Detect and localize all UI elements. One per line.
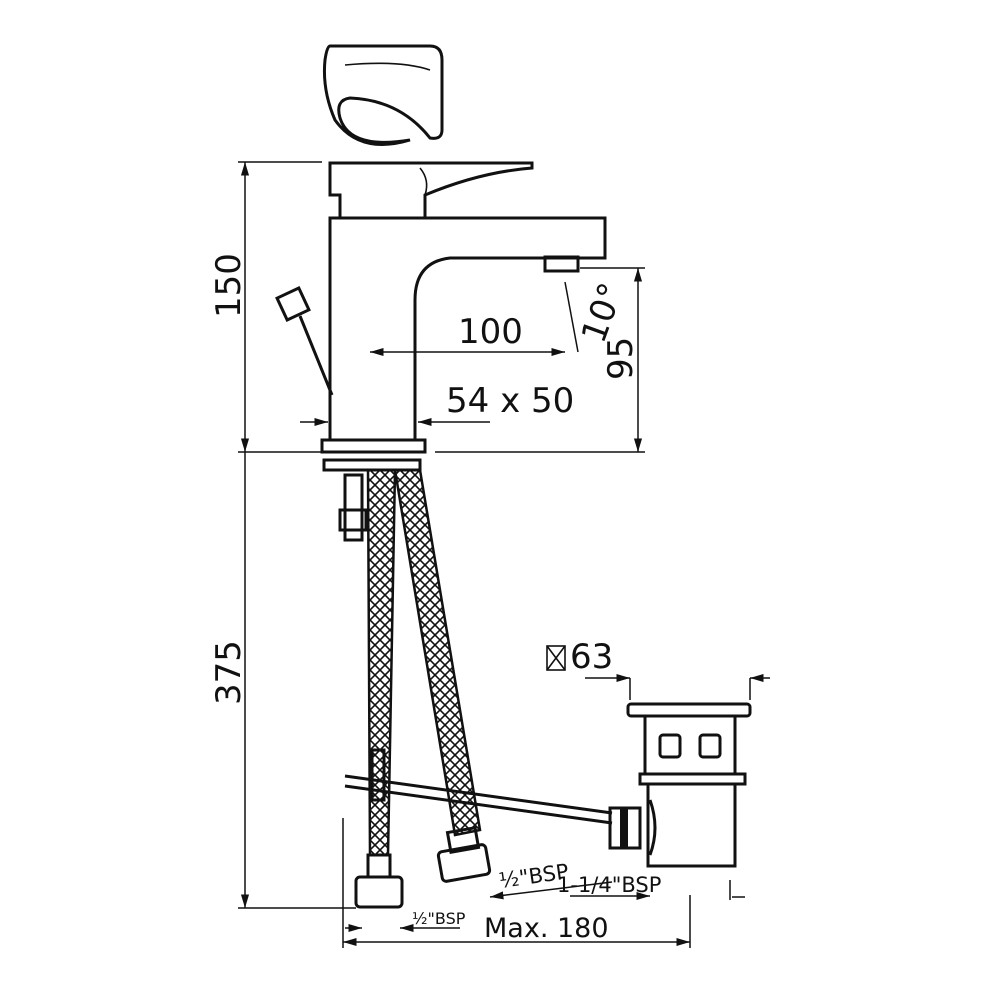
pop-up-waste: [344, 702, 752, 868]
square-symbol-icon: [546, 645, 566, 671]
faucet-body: [320, 161, 607, 472]
label-half-bsp-lower: ½"BSP: [412, 909, 466, 928]
dim-375: 375: [209, 640, 249, 705]
flexible-hoses: [338, 468, 492, 909]
label-waste-thread: 1-1/4"BSP: [557, 873, 661, 897]
dim-54x50: 54 x 50: [446, 381, 574, 421]
lift-rod: [275, 286, 334, 396]
dim-95: 95: [601, 337, 641, 380]
handle-top-view: [323, 44, 444, 146]
dim-100: 100: [458, 312, 523, 352]
dim-150: 150: [209, 253, 249, 318]
dim-63: 63: [570, 637, 613, 677]
dimension-lines: [238, 161, 770, 948]
dim-max-180: Max. 180: [484, 913, 609, 944]
